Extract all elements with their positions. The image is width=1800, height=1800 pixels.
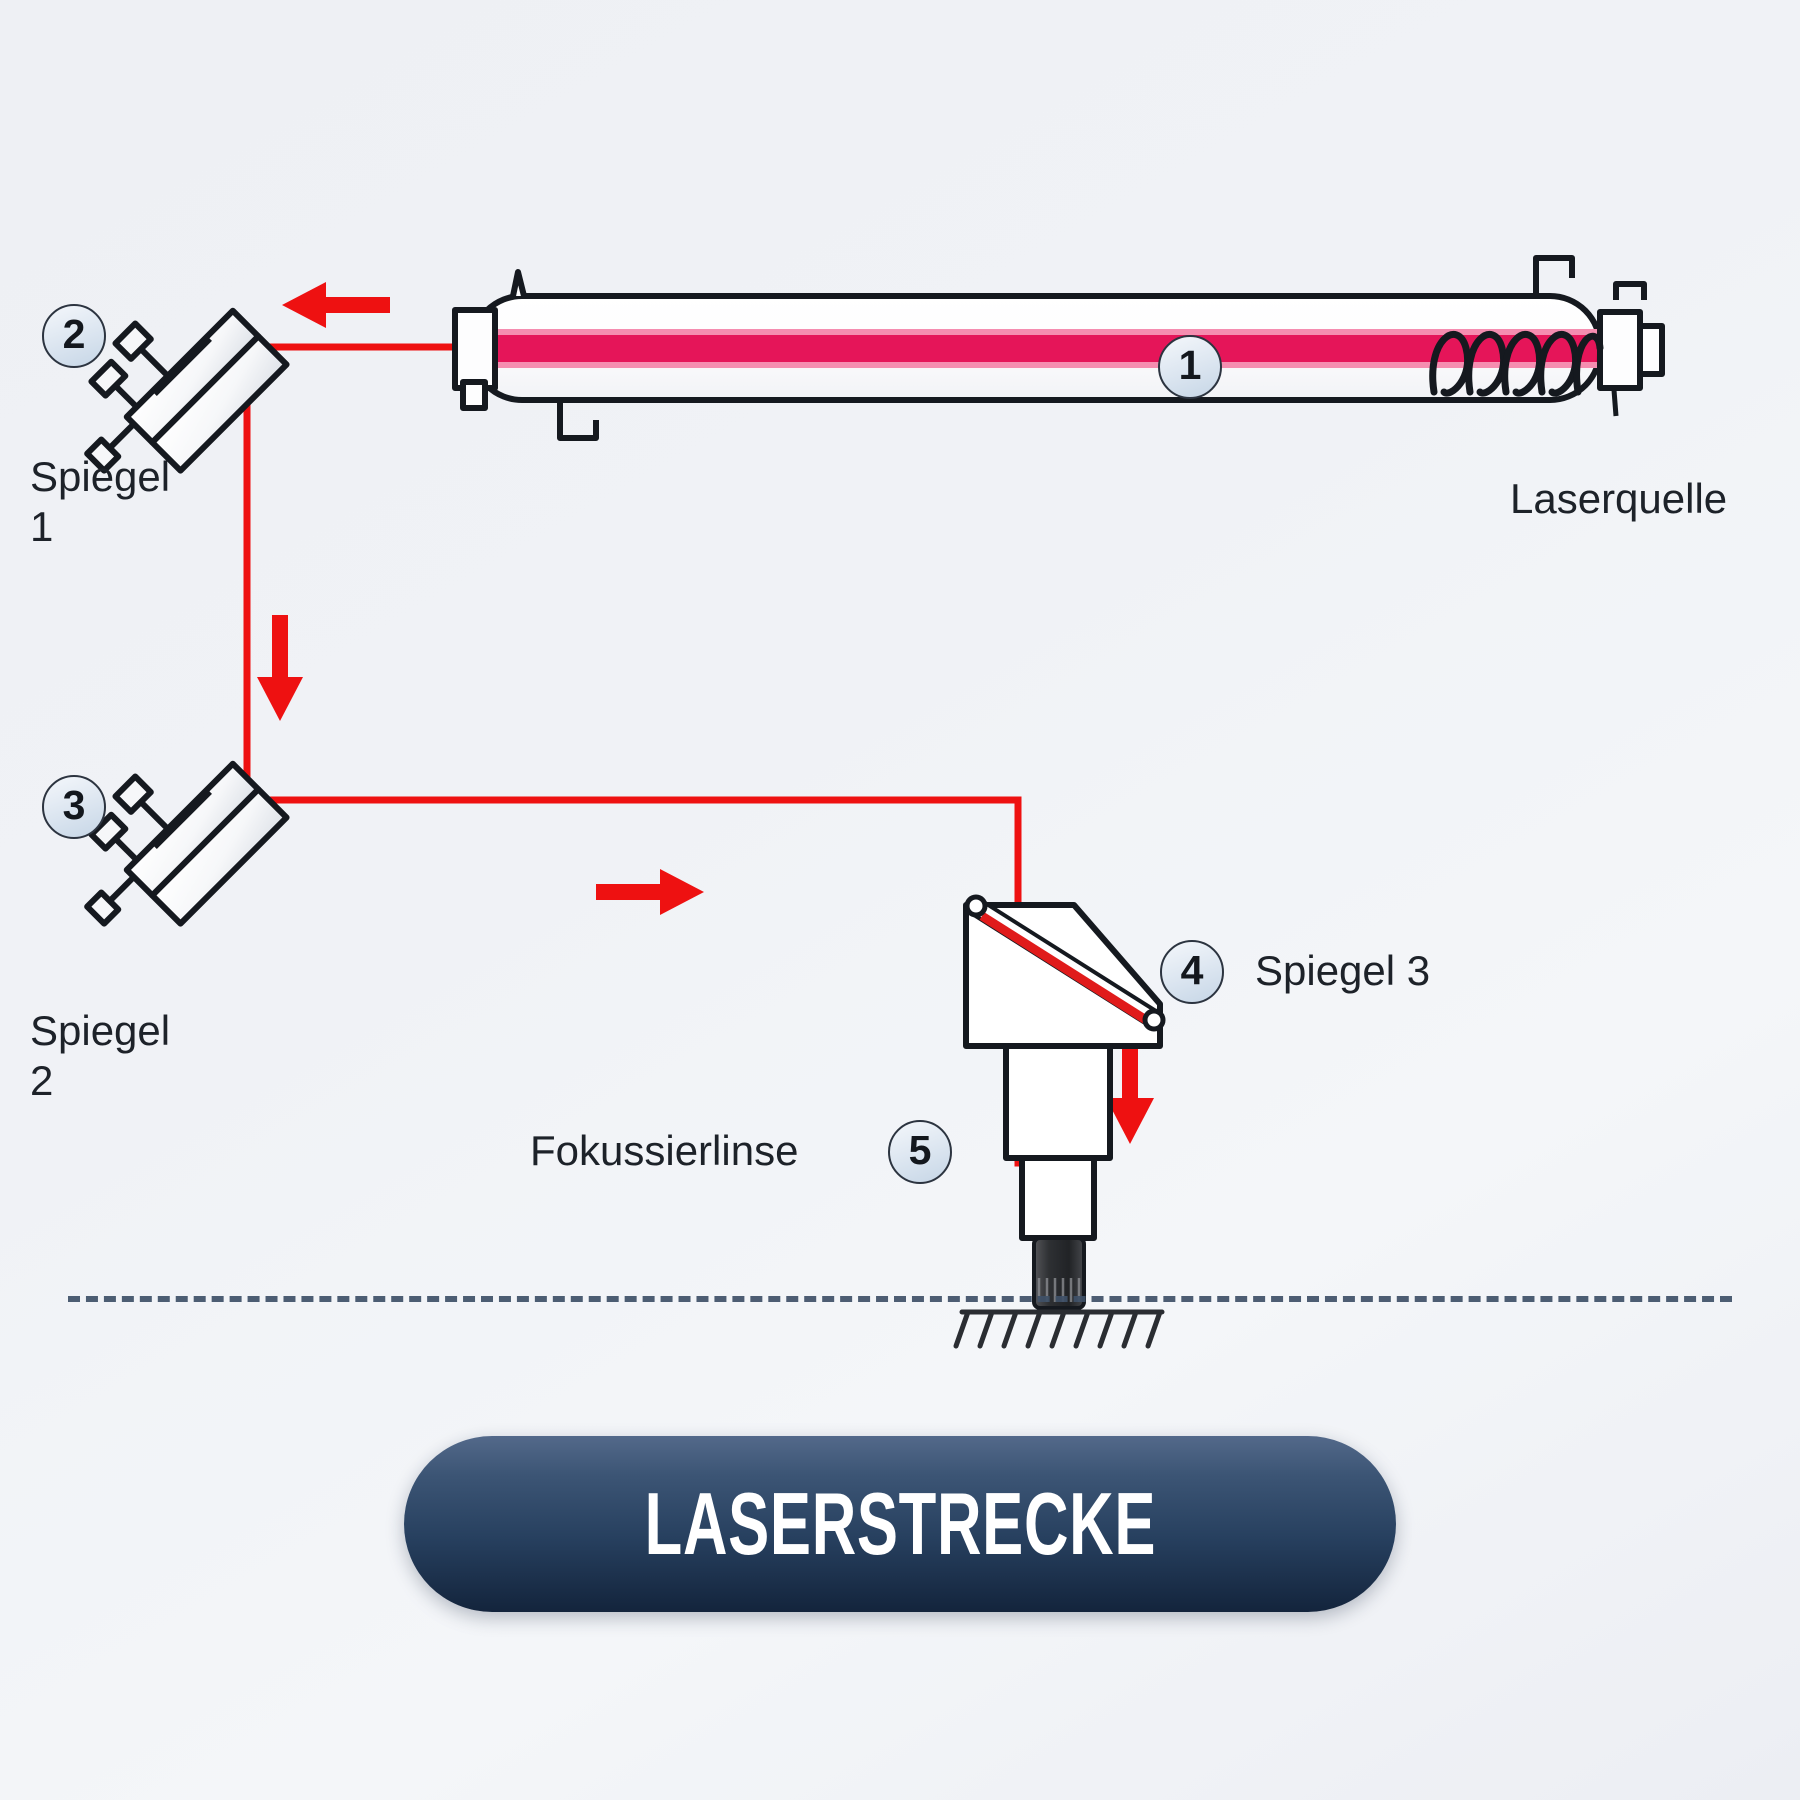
- label-focus-lens: Fokussierlinse: [530, 1127, 799, 1174]
- badge-mirror-2-number: 3: [62, 781, 86, 828]
- label-laser-source: Laserquelle: [1510, 475, 1728, 522]
- beam-path: [241, 343, 1464, 1167]
- label-mirror-2: Spiegel 2: [30, 1007, 171, 1104]
- laserstrecke-button-label: LASERSTRECKE: [644, 1474, 1156, 1573]
- badge-laser-source[interactable]: 1: [1158, 335, 1222, 399]
- mirror-1-assembly: [84, 307, 290, 474]
- beam-arrow-down-head: [1106, 1034, 1154, 1144]
- beam-arrow-down-left: [257, 615, 303, 721]
- workpiece-surface: [953, 1309, 1165, 1349]
- laser-tube: [452, 255, 1665, 441]
- laser-head-assembly: [963, 894, 1166, 1310]
- badge-mirror-1[interactable]: 2: [42, 304, 106, 368]
- section-divider: [68, 1296, 1732, 1302]
- badge-mirror-1-number: 2: [62, 310, 86, 357]
- mirror-2-assembly: [84, 760, 290, 927]
- badge-mirror-2[interactable]: 3: [42, 775, 106, 839]
- label-mirror-3: Spiegel 3: [1255, 947, 1431, 994]
- badge-focus-lens[interactable]: 5: [888, 1120, 952, 1184]
- beam-arrow-right: [596, 869, 704, 915]
- mirror-3-glass: [964, 894, 1166, 1032]
- label-mirror-1: Spiegel 1: [30, 453, 171, 550]
- badge-laser-source-number: 1: [1178, 341, 1202, 388]
- laserstrecke-button[interactable]: LASERSTRECKE: [404, 1436, 1396, 1612]
- badge-mirror-3-number: 4: [1180, 946, 1204, 993]
- badge-mirror-3[interactable]: 4: [1160, 940, 1224, 1004]
- badge-focus-lens-number: 5: [908, 1126, 932, 1173]
- beam-arrow-left: [282, 282, 390, 328]
